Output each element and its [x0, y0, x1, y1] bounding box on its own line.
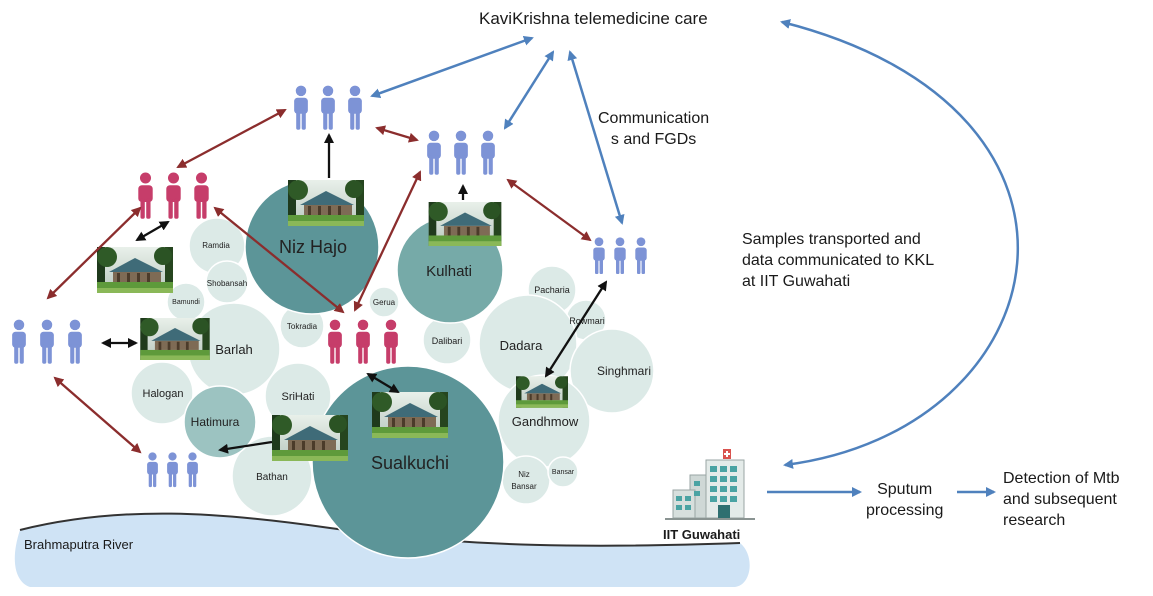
arrow-red-top-kulhati: [375, 125, 419, 143]
label-pacharia: Pacharia: [534, 285, 570, 295]
photo-niz-hajo: [288, 180, 364, 226]
label-sualkuchi: Sualkuchi: [371, 453, 449, 473]
arrow-red-kulhati-east: [506, 178, 592, 242]
black-arrows: [101, 133, 608, 454]
bubble-niz-bansar: [501, 455, 551, 505]
bubble-hatimura: [183, 385, 257, 459]
detection-note: Detection of Mtb and subsequent research: [1003, 468, 1120, 531]
label-ramdia: Ramdia: [202, 241, 230, 250]
river-label: Brahmaputra River: [24, 537, 134, 552]
arrow-top-to-kkl: [370, 36, 534, 98]
arrow-east-to-kkl: [567, 50, 625, 225]
samples-note-line-3: at IIT Guwahati: [742, 273, 851, 290]
photo-hatimura: [272, 415, 348, 461]
people-group-center-red: [328, 319, 398, 364]
photo-west-cluster: [97, 247, 173, 293]
label-hatimura: Hatimura: [191, 415, 240, 429]
communications-note: Communication s and FGDs: [598, 108, 709, 150]
iit-guwahati-label: IIT Guwahati: [663, 527, 740, 542]
arrow-black-photo-west: [135, 220, 170, 242]
samples-note: Samples transported and data communicate…: [742, 229, 934, 292]
label-niz-hajo: Niz Hajo: [279, 237, 347, 257]
detection-note-line-1: Detection of Mtb: [1003, 470, 1120, 487]
arrow-red-center-kulhati: [353, 170, 422, 312]
label-kulhati: Kulhati: [426, 263, 472, 280]
arrow-black-photo-bottom: [218, 440, 273, 454]
detection-note-line-2: and subsequent: [1003, 491, 1117, 508]
label-dadara: Dadara: [500, 338, 543, 353]
arrow-black-center-sualkuchi: [366, 372, 400, 394]
sputum-note-line-2: processing: [866, 502, 944, 519]
bubble-bansar: [547, 456, 579, 488]
label-rowmari: Rowmari: [569, 316, 605, 326]
label-dalibari: Dalibari: [432, 336, 463, 346]
communications-note-line-1: Communication: [598, 110, 710, 127]
page-title: KaviKrishna telemedicine care: [479, 9, 708, 28]
detection-note-line-3: research: [1003, 512, 1066, 529]
people-group-kulhati-blue: [427, 130, 495, 175]
label-gerua: Gerua: [373, 298, 396, 307]
people-group-top-blue: [294, 85, 362, 130]
label-gandhmow: Gandhmow: [512, 414, 579, 429]
people-group-west-red: [138, 172, 209, 219]
arrow-kkl-iit-curve: [780, 19, 1020, 469]
sputum-note-line-1: Sputum: [877, 481, 933, 498]
arrow-red-west-center: [213, 206, 345, 314]
label-niz-bansar-2: Bansar: [511, 482, 537, 491]
photo-sualkuchi: [372, 392, 448, 438]
label-tokradia: Tokradia: [287, 322, 318, 331]
arrow-red-left-bottom: [53, 376, 142, 454]
label-bansar: Bansar: [552, 469, 575, 476]
photo-kulhati: [428, 202, 502, 246]
bubble-sualkuchi: [311, 365, 505, 559]
arrow-red-top-west: [176, 108, 287, 169]
photo-gandhmow: [516, 376, 568, 408]
sputum-note: Sputum processing: [866, 479, 943, 521]
red-arrows: [46, 108, 592, 454]
label-bamundi: Bamundi: [172, 299, 200, 306]
label-singhmari: Singhmari: [597, 364, 651, 378]
photo-barlah: [140, 318, 210, 360]
people-group-left-blue: [12, 319, 82, 364]
village-labels: Niz Hajo Kulhati Ramdia Shobansah Bamund…: [143, 237, 652, 491]
samples-note-line-1: Samples transported and: [742, 231, 921, 248]
label-barlah: Barlah: [215, 342, 253, 357]
label-srihati: SriHati: [281, 391, 314, 403]
blue-arrows: [370, 19, 1020, 497]
people-group-bottom-blue: [147, 452, 198, 488]
samples-note-line-2: data communicated to KKL: [742, 252, 935, 269]
label-halogan: Halogan: [143, 388, 184, 400]
label-niz-bansar-1: Niz: [518, 470, 530, 479]
people-group-east-blue: [593, 237, 647, 275]
communications-note-line-2: s and FGDs: [610, 131, 697, 148]
arrow-kulhati-to-kkl: [503, 50, 555, 130]
label-bathan: Bathan: [256, 472, 288, 483]
arrow-black-gandhmow-east: [544, 280, 608, 378]
hospital-building-icon: [665, 449, 755, 520]
label-shobansah: Shobansah: [207, 279, 247, 288]
arrow-red-west-left: [46, 206, 142, 300]
